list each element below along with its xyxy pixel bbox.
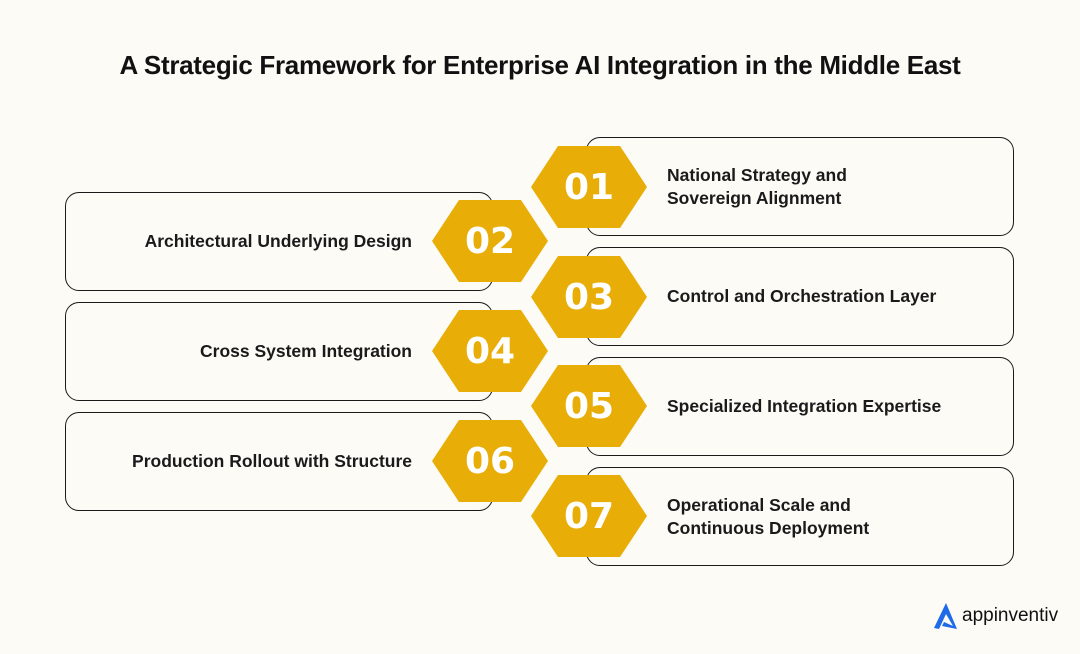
hexagon-badge-03: 03 xyxy=(531,256,647,338)
brand-logo: appinventiv xyxy=(933,602,1058,630)
hexagon-badge-02: 02 xyxy=(432,200,548,282)
brand-name: appinventiv xyxy=(962,605,1059,626)
hexagon-icon xyxy=(432,310,548,392)
hexagon-badge-04: 04 xyxy=(432,310,548,392)
hexagon-icon xyxy=(531,256,647,338)
step-label-04: Cross System Integration xyxy=(200,341,412,361)
step-label-06: Production Rollout with Structure xyxy=(132,451,412,471)
step-label-05: Specialized Integration Expertise xyxy=(667,396,942,416)
step-label-03: Control and Orchestration Layer xyxy=(667,286,937,306)
hexagon-badge-07: 07 xyxy=(531,475,647,557)
hexagon-icon xyxy=(531,146,647,228)
step-box-02: Architectural Underlying Design xyxy=(65,192,493,291)
hexagon-icon xyxy=(531,365,647,447)
hexagon-badge-01: 01 xyxy=(531,146,647,228)
appinventiv-a-logo-icon xyxy=(934,603,957,629)
hexagon-icon xyxy=(531,475,647,557)
step-box-03: Control and Orchestration Layer xyxy=(586,247,1014,346)
step-box-04: Cross System Integration xyxy=(65,302,493,401)
hexagon-badge-05: 05 xyxy=(531,365,647,447)
hexagon-badge-06: 06 xyxy=(432,420,548,502)
step-box-05: Specialized Integration Expertise xyxy=(586,357,1014,456)
step-label-02: Architectural Underlying Design xyxy=(144,231,412,251)
step-box-06: Production Rollout with Structure xyxy=(65,412,493,511)
page-title: A Strategic Framework for Enterprise AI … xyxy=(119,50,961,80)
hexagon-icon xyxy=(432,200,548,282)
hexagon-icon xyxy=(432,420,548,502)
